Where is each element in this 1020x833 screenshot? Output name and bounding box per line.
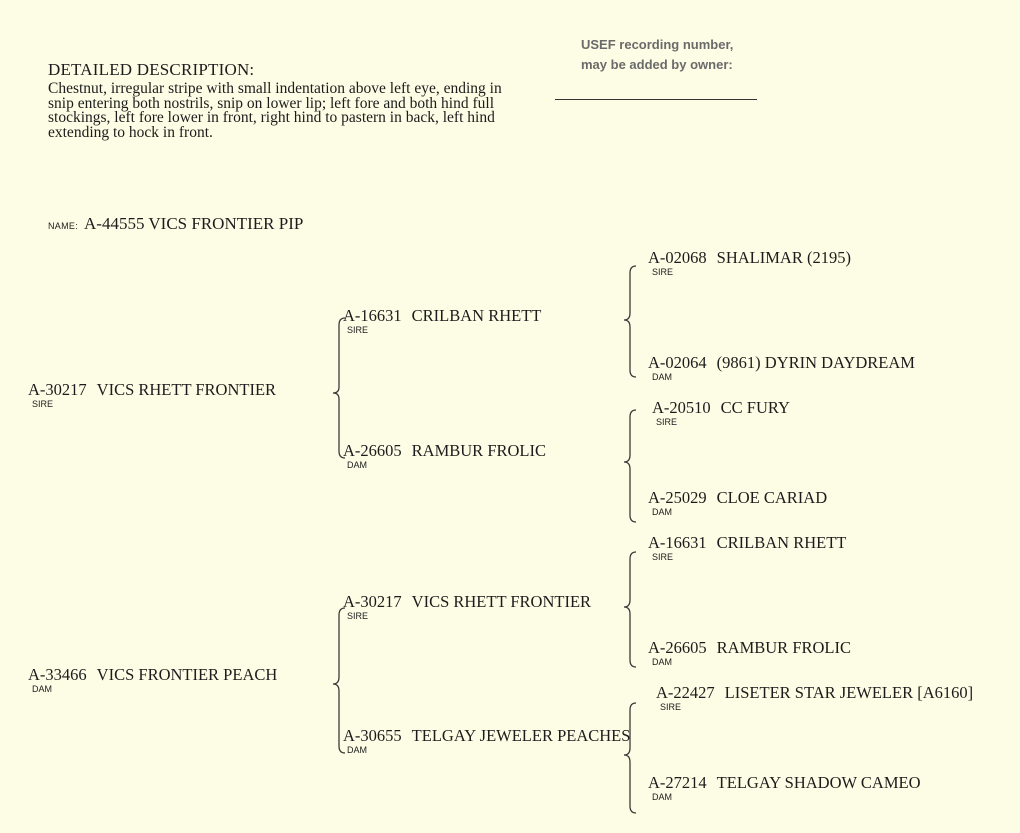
dam-dam-name: TELGAY JEWELER PEACHES bbox=[411, 726, 631, 745]
sire-name: VICS RHETT FRONTIER bbox=[96, 380, 277, 399]
dam-dam-entry: A-30655 TELGAY JEWELER PEACHES DAM bbox=[343, 726, 631, 755]
bracket-sd bbox=[623, 409, 637, 523]
ds-dam-number: A-26605 bbox=[648, 638, 707, 657]
name-label: NAME: bbox=[48, 221, 79, 231]
dam-sire-name: VICS RHETT FRONTIER bbox=[411, 592, 592, 611]
dd-sire-number: A-22427 bbox=[656, 683, 715, 702]
ds-sire-number: A-16631 bbox=[648, 533, 707, 552]
description-text: Chestnut, irregular stripe with small in… bbox=[48, 80, 502, 141]
dd-dam-name: TELGAY SHADOW CAMEO bbox=[716, 773, 921, 792]
sd-sire-name: CC FURY bbox=[720, 398, 790, 417]
usef-label-line1: USEF recording number, bbox=[581, 37, 734, 52]
horse-name-row: NAME: A-44555 VICS FRONTIER PIP bbox=[48, 214, 303, 234]
ss-sire-number: A-02068 bbox=[648, 248, 707, 267]
sire-dam-role: DAM bbox=[347, 460, 367, 470]
ds-dam-name: RAMBUR FROLIC bbox=[716, 638, 851, 657]
sire-sire-number: A-16631 bbox=[343, 306, 402, 325]
dam-sire-number: A-30217 bbox=[343, 592, 402, 611]
ss-dam-entry: A-02064 (9861) DYRIN DAYDREAM DAM bbox=[648, 353, 915, 382]
sd-dam-role: DAM bbox=[652, 507, 672, 517]
sd-sire-number: A-20510 bbox=[652, 398, 711, 417]
usef-number-blank bbox=[555, 99, 757, 100]
sire-sire-name: CRILBAN RHETT bbox=[411, 306, 542, 325]
sire-number: A-30217 bbox=[28, 380, 87, 399]
dd-sire-entry: A-22427 LISETER STAR JEWELER [A6160] SIRE bbox=[656, 683, 974, 712]
bracket-ds bbox=[623, 551, 637, 668]
ss-sire-name: SHALIMAR (2195) bbox=[716, 248, 851, 267]
dam-number: A-33466 bbox=[28, 665, 87, 684]
ss-sire-role: SIRE bbox=[652, 267, 674, 277]
dam-entry: A-33466 VICS FRONTIER PEACH DAM bbox=[28, 665, 278, 694]
sire-role: SIRE bbox=[32, 399, 54, 409]
bracket-gen1 bbox=[332, 317, 346, 459]
dam-dam-number: A-30655 bbox=[343, 726, 402, 745]
dam-name: VICS FRONTIER PEACH bbox=[96, 665, 278, 684]
dd-sire-name: LISETER STAR JEWELER [A6160] bbox=[724, 683, 974, 702]
sd-dam-number: A-25029 bbox=[648, 488, 707, 507]
dam-sire-entry: A-30217 VICS RHETT FRONTIER SIRE bbox=[343, 592, 592, 621]
dam-role: DAM bbox=[32, 684, 52, 694]
dam-dam-role: DAM bbox=[347, 745, 367, 755]
sd-dam-name: CLOE CARIAD bbox=[716, 488, 828, 507]
horse-name: A-44555 VICS FRONTIER PIP bbox=[84, 214, 304, 233]
ds-sire-role: SIRE bbox=[652, 552, 674, 562]
dam-sire-role: SIRE bbox=[347, 611, 369, 621]
bracket-dd bbox=[623, 702, 637, 814]
sd-dam-entry: A-25029 CLOE CARIAD DAM bbox=[648, 488, 828, 517]
sd-sire-role: SIRE bbox=[656, 417, 678, 427]
dd-dam-role: DAM bbox=[652, 792, 672, 802]
bracket-gen1-dam bbox=[332, 607, 346, 754]
description-title: DETAILED DESCRIPTION: bbox=[48, 60, 255, 79]
sire-dam-number: A-26605 bbox=[343, 441, 402, 460]
ds-sire-name: CRILBAN RHETT bbox=[716, 533, 847, 552]
sire-sire-role: SIRE bbox=[347, 325, 369, 335]
ss-dam-role: DAM bbox=[652, 372, 672, 382]
ss-dam-number: A-02064 bbox=[648, 353, 707, 372]
ds-sire-entry: A-16631 CRILBAN RHETT SIRE bbox=[648, 533, 847, 562]
ds-dam-entry: A-26605 RAMBUR FROLIC DAM bbox=[648, 638, 851, 667]
ss-dam-name: (9861) DYRIN DAYDREAM bbox=[716, 353, 915, 372]
bracket-ss bbox=[623, 265, 637, 378]
sire-entry: A-30217 VICS RHETT FRONTIER SIRE bbox=[28, 380, 277, 409]
dd-dam-number: A-27214 bbox=[648, 773, 707, 792]
usef-label: USEF recording number, may be added by o… bbox=[581, 35, 733, 75]
dd-dam-entry: A-27214 TELGAY SHADOW CAMEO DAM bbox=[648, 773, 921, 802]
dd-sire-role: SIRE bbox=[660, 702, 682, 712]
sire-sire-entry: A-16631 CRILBAN RHETT SIRE bbox=[343, 306, 542, 335]
usef-label-line2: may be added by owner: bbox=[581, 57, 733, 72]
sire-dam-name: RAMBUR FROLIC bbox=[411, 441, 546, 460]
ss-sire-entry: A-02068 SHALIMAR (2195) SIRE bbox=[648, 248, 851, 277]
ds-dam-role: DAM bbox=[652, 657, 672, 667]
sd-sire-entry: A-20510 CC FURY SIRE bbox=[652, 398, 790, 427]
sire-dam-entry: A-26605 RAMBUR FROLIC DAM bbox=[343, 441, 546, 470]
